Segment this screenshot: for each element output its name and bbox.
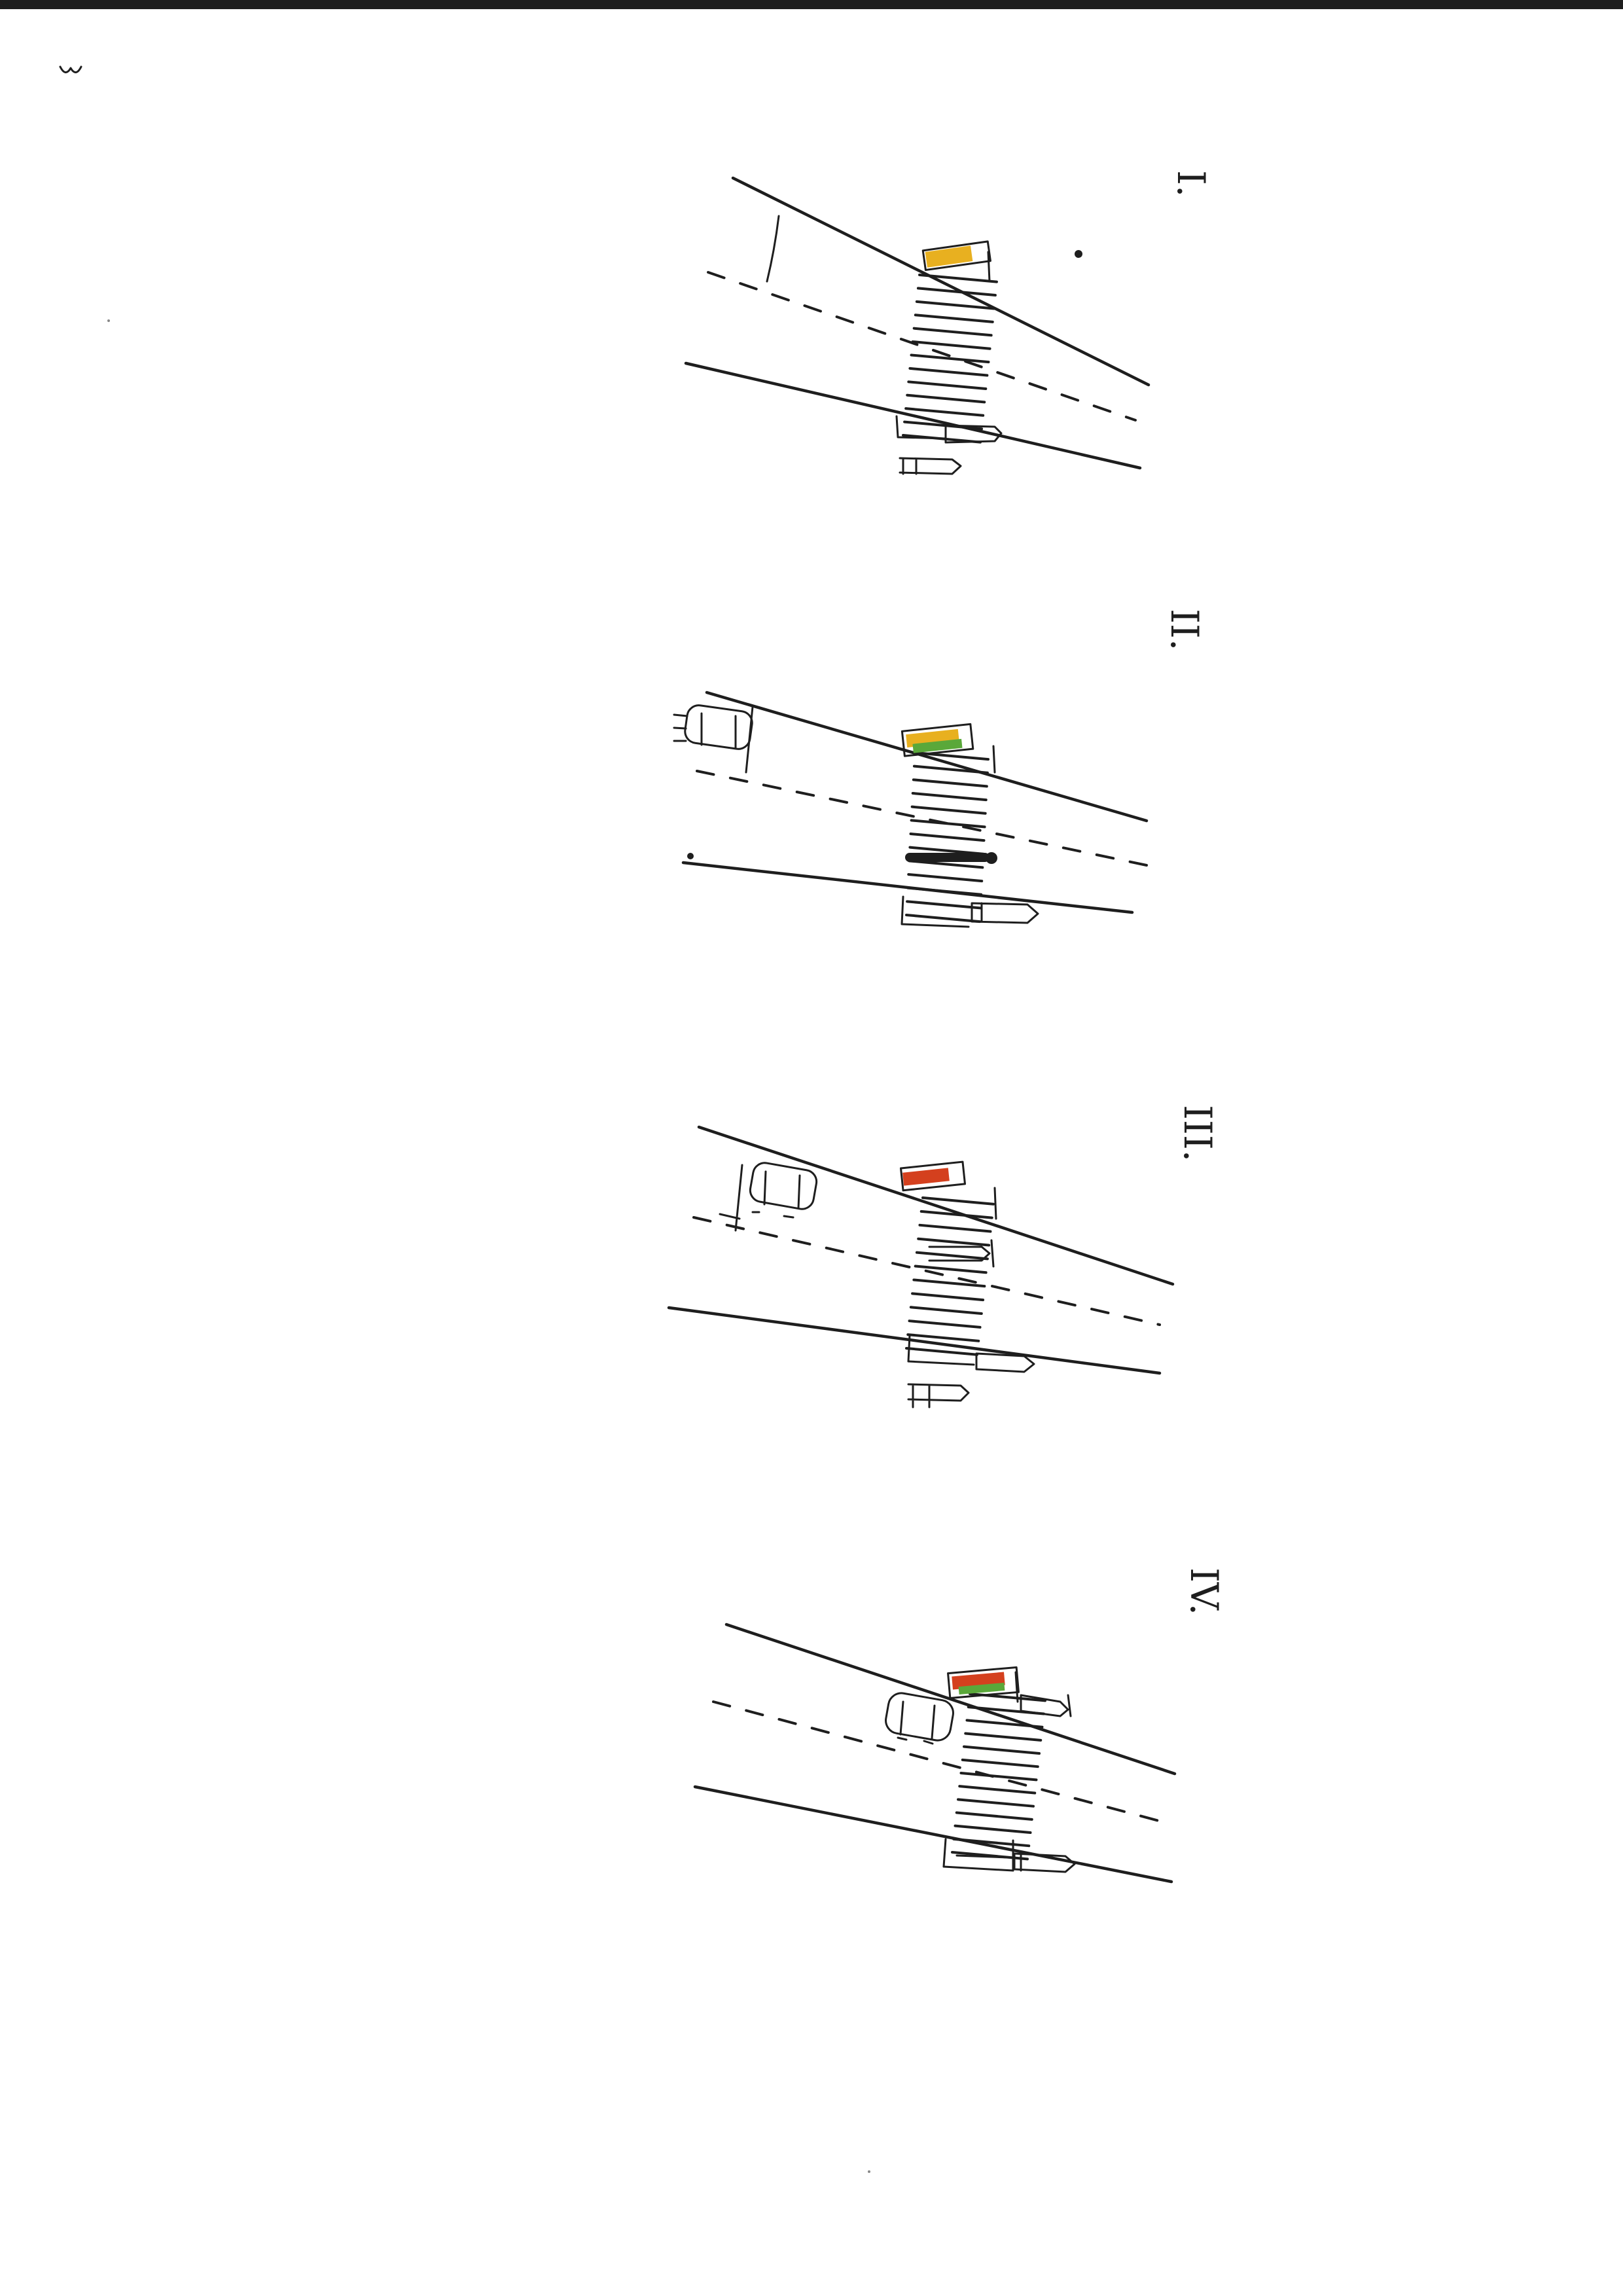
pedestrian-waiting: [972, 903, 1038, 923]
zebra-stripe: [916, 315, 993, 322]
zebra-stripe: [906, 1348, 977, 1355]
pedestrian-waiting: [897, 416, 1001, 474]
panel-3: III.: [669, 1105, 1220, 1407]
panel-numeral-3: III.: [1175, 1105, 1220, 1162]
zebra-stripe: [906, 408, 983, 416]
scan-edge: [0, 0, 1623, 9]
zebra-crossing: [952, 1694, 1045, 1859]
zebra-stripe: [913, 342, 990, 349]
panel-1: I.: [686, 170, 1213, 474]
road-edge-bottom: [695, 1787, 1171, 1882]
panel-numeral-2: II.: [1162, 609, 1207, 651]
zebra-stripe: [908, 874, 982, 881]
road-edge-top: [726, 1624, 1175, 1774]
zebra-stripe: [964, 1747, 1039, 1753]
signal-post: [988, 252, 990, 281]
zebra-stripe: [959, 1786, 1035, 1793]
panel-numeral-1: I.: [1169, 170, 1213, 197]
zebra-stripe: [918, 1239, 989, 1246]
zebra-stripe: [911, 1307, 982, 1314]
panel-2: II.: [674, 609, 1207, 927]
zebra-stripe: [923, 1198, 993, 1204]
lane-center-line: [697, 771, 1147, 865]
stray-dot: [868, 2170, 870, 2173]
zebra-stripe: [912, 807, 986, 814]
zebra-stripe: [910, 1321, 980, 1327]
zebra-stripe: [907, 395, 984, 403]
zebra-stripe: [914, 766, 988, 773]
zebra-stripe: [917, 1253, 988, 1259]
road-edge-bottom: [669, 1308, 1160, 1373]
zebra-stripe: [911, 834, 984, 840]
signal-post: [995, 1188, 996, 1219]
zebra-stripe: [908, 888, 981, 895]
zebra-stripe: [957, 1813, 1032, 1820]
dot-mark: [1075, 250, 1082, 258]
signal-post: [993, 746, 995, 772]
zebra-stripe: [919, 275, 997, 282]
road-edge-bottom: [686, 363, 1140, 468]
pedestrian-waiting: [976, 1354, 1034, 1372]
car: [720, 1161, 818, 1230]
pedestrian-waiting-2: [908, 1384, 969, 1407]
stray-dot: [107, 319, 110, 322]
stray-mark: [60, 67, 81, 73]
zebra-stripe: [907, 901, 980, 908]
zebra-stripe: [914, 780, 987, 786]
panel-4: IV.: [695, 1568, 1226, 1882]
zebra-stripe: [906, 915, 980, 922]
dot-mark: [687, 853, 694, 859]
zebra-stripe: [919, 1225, 990, 1232]
car: [674, 704, 754, 772]
zebra-stripe: [961, 1773, 1037, 1780]
road-width-mark: [767, 216, 779, 281]
zebra-stripe: [908, 382, 986, 389]
panel-numeral-4: IV.: [1182, 1568, 1226, 1615]
zebra-stripe: [912, 1293, 983, 1300]
zebra-stripe: [912, 820, 985, 827]
zebra-stripe: [965, 1734, 1041, 1740]
zebra-stripe: [967, 1720, 1043, 1727]
car: [883, 1691, 955, 1744]
zebra-stripe: [963, 1760, 1038, 1767]
zebra-stripe: [955, 1826, 1031, 1833]
zebra-stripe: [913, 793, 986, 800]
zebra-stripe: [958, 1799, 1033, 1806]
road-edge-top: [707, 692, 1147, 821]
zebra-stripe: [914, 329, 991, 336]
zebra-stripe: [910, 368, 987, 376]
signal-red: [902, 1168, 950, 1185]
